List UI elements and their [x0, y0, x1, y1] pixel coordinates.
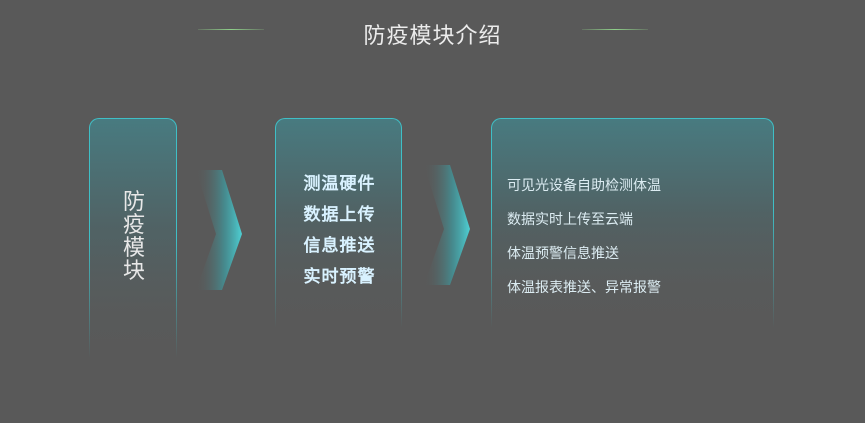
detail-item: 体温报表推送、异常报警	[507, 280, 661, 296]
core-features-list: 测温硬件 数据上传 信息推送 实时预警	[276, 169, 403, 293]
module-char: 疫	[122, 213, 145, 238]
detail-item: 数据实时上传至云端	[507, 212, 633, 228]
detail-item: 可见光设备自助检测体温	[507, 178, 661, 194]
arrow-icon	[196, 170, 242, 290]
core-feature-item: 测温硬件	[303, 174, 376, 194]
page-title: 防疫模块介绍	[363, 24, 502, 49]
core-feature-item: 数据上传	[303, 205, 376, 225]
module-char: 块	[122, 259, 145, 284]
module-name-vertical: 防 疫 模 块	[90, 191, 178, 283]
core-features-card: 测温硬件 数据上传 信息推送 实时预警	[275, 118, 402, 328]
core-feature-item: 信息推送	[303, 236, 376, 256]
title-decor-line-right	[582, 29, 648, 30]
feature-details-list: 可见光设备自助检测体温 数据实时上传至云端 体温预警信息推送 体温报表推送、异常…	[507, 169, 661, 305]
module-char: 防	[122, 190, 145, 215]
header: 防疫模块介绍	[0, 14, 865, 50]
arrow-icon	[424, 165, 470, 285]
feature-details-card: 可见光设备自助检测体温 数据实时上传至云端 体温预警信息推送 体温报表推送、异常…	[491, 118, 774, 328]
module-card: 防 疫 模 块	[89, 118, 177, 358]
core-feature-item: 实时预警	[303, 267, 376, 287]
title-decor-line-left	[198, 29, 264, 30]
detail-item: 体温预警信息推送	[507, 246, 619, 262]
module-char: 模	[122, 236, 145, 261]
